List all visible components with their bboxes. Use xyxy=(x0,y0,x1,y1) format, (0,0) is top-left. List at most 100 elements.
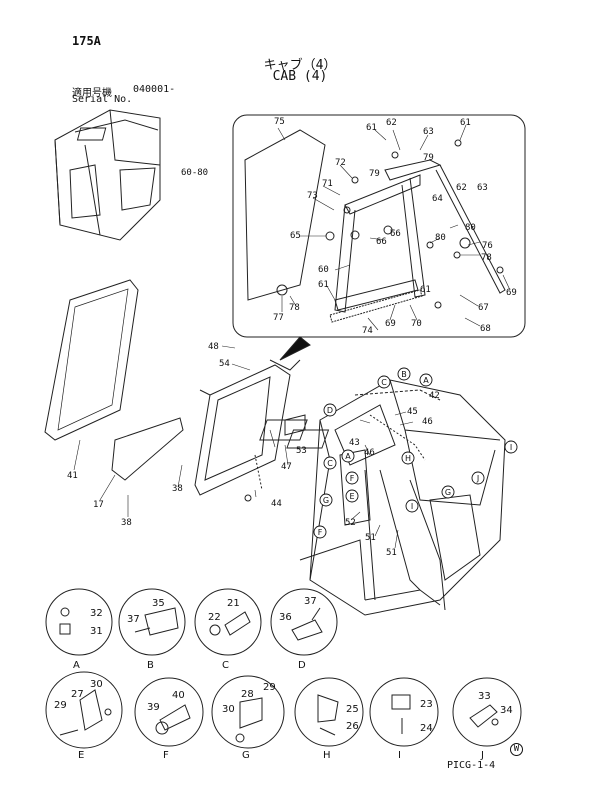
part-label: 54 xyxy=(219,359,230,369)
title-japanese: キャブ（4） xyxy=(263,58,337,73)
part-label: 76 xyxy=(482,241,493,251)
svg-text:23: 23 xyxy=(420,699,433,710)
detail-labels: A 32 31 B 35 37 C 21 22 D 36 37 E 27 30 … xyxy=(54,596,513,761)
svg-text:D: D xyxy=(327,406,333,415)
page-number: 175A xyxy=(72,34,101,48)
part-label: 60 xyxy=(318,265,329,275)
part-label: 48 xyxy=(208,342,219,352)
svg-text:37: 37 xyxy=(304,596,317,607)
door-glass xyxy=(244,129,326,301)
svg-text:G: G xyxy=(445,488,451,497)
door-seal xyxy=(44,279,139,441)
svg-text:28: 28 xyxy=(241,689,254,700)
svg-text:A: A xyxy=(423,376,429,385)
part-label: 44 xyxy=(271,499,282,509)
part-label: 61 xyxy=(420,285,431,295)
svg-text:F: F xyxy=(163,750,169,761)
svg-text:25: 25 xyxy=(346,704,359,715)
part-label: 51 xyxy=(386,548,397,558)
svg-text:J: J xyxy=(480,750,484,761)
svg-text:I: I xyxy=(398,750,401,761)
inset-door-frame xyxy=(276,139,506,323)
part-label: 63 xyxy=(477,183,488,193)
figure-code: PICG-1-4 xyxy=(447,760,496,771)
svg-text:A: A xyxy=(345,452,351,461)
svg-text:I: I xyxy=(510,443,512,452)
svg-text:26: 26 xyxy=(346,721,359,732)
part-label: 79 xyxy=(423,153,434,163)
svg-text:H: H xyxy=(323,750,331,761)
part-label: 73 xyxy=(307,191,318,201)
part-label: 43 xyxy=(349,438,360,448)
part-label: 38 xyxy=(172,484,183,494)
svg-text:H: H xyxy=(405,454,411,463)
svg-text:A: A xyxy=(73,660,80,671)
part-label: 42 xyxy=(429,391,440,401)
part-label: 74 xyxy=(362,326,373,336)
part-labels: 75 61 62 63 61 72 79 79 71 73 64 62 63 8… xyxy=(67,117,517,558)
part-label: 80 xyxy=(435,233,446,243)
svg-text:E: E xyxy=(78,750,84,761)
part-label: 69 xyxy=(506,288,517,298)
inset-pointer xyxy=(279,336,311,361)
part-label: 70 xyxy=(411,319,422,329)
part-label: 80 xyxy=(465,223,476,233)
part-label: 61 xyxy=(318,280,329,290)
svg-text:21: 21 xyxy=(227,598,240,609)
callout-letters: A B C D A C F E G F H I G J I xyxy=(318,370,512,537)
part-label: 46 xyxy=(422,417,433,427)
svg-text:35: 35 xyxy=(152,598,165,609)
svg-text:J: J xyxy=(476,474,479,483)
svg-text:D: D xyxy=(298,660,306,671)
part-label: 79 xyxy=(369,169,380,179)
svg-text:40: 40 xyxy=(172,690,185,701)
svg-text:31: 31 xyxy=(90,626,103,637)
svg-text:29: 29 xyxy=(263,682,276,693)
part-label: 41 xyxy=(67,471,78,481)
part-label: 47 xyxy=(281,462,292,472)
part-label: 61 xyxy=(460,118,471,128)
svg-text:C: C xyxy=(381,378,387,387)
main-door-frame xyxy=(194,359,306,502)
svg-text:34: 34 xyxy=(500,705,513,716)
svg-text:24: 24 xyxy=(420,723,433,734)
serial-label-english: Serial No. xyxy=(72,94,133,105)
part-label: 38 xyxy=(121,518,132,528)
svg-text:30: 30 xyxy=(90,679,103,690)
part-label: 69 xyxy=(385,319,396,329)
svg-text:36: 36 xyxy=(279,612,292,623)
detail-circles xyxy=(45,588,522,749)
serial-value: 040001- xyxy=(133,84,176,95)
title-english: CAB (4) xyxy=(272,69,328,84)
svg-text:B: B xyxy=(147,660,154,671)
inset-ref-label: 60-80 xyxy=(181,168,208,178)
part-label: 52 xyxy=(345,518,356,528)
footer-mark: W xyxy=(510,743,523,756)
svg-text:C: C xyxy=(222,660,229,671)
svg-text:B: B xyxy=(401,370,407,379)
part-label: 65 xyxy=(290,231,301,241)
part-label: 46 xyxy=(364,448,375,458)
svg-text:32: 32 xyxy=(90,608,103,619)
serial-label-japanese: 適用号機 xyxy=(72,88,112,99)
part-label: 61 xyxy=(366,123,377,133)
svg-text:G: G xyxy=(242,750,250,761)
glass-panel xyxy=(111,417,184,481)
svg-text:60-80: 60-80 xyxy=(181,168,208,178)
part-label: 68 xyxy=(480,324,491,334)
main-cab-assembly xyxy=(259,379,506,616)
leader-lines xyxy=(73,124,511,549)
part-label: 78 xyxy=(481,253,492,263)
svg-text:F: F xyxy=(318,528,323,537)
svg-text:C: C xyxy=(327,459,333,468)
part-label: 62 xyxy=(456,183,467,193)
svg-text:33: 33 xyxy=(478,691,491,702)
svg-text:G: G xyxy=(323,496,329,505)
part-label: 45 xyxy=(407,407,418,417)
part-label: 72 xyxy=(335,158,346,168)
svg-text:F: F xyxy=(350,474,355,483)
svg-text:29: 29 xyxy=(54,700,67,711)
svg-text:39: 39 xyxy=(147,702,160,713)
part-label: 67 xyxy=(478,303,489,313)
svg-text:I: I xyxy=(411,502,413,511)
